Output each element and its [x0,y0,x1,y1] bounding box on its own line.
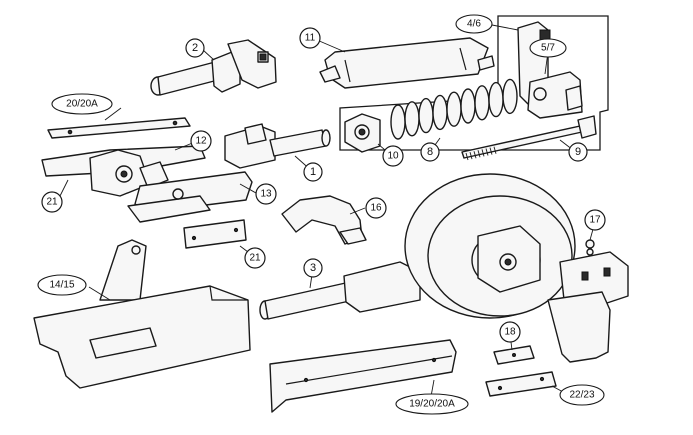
callout-14-15: 14/15 [37,274,87,296]
callout-9: 9 [568,142,588,162]
callout-13: 13 [255,183,277,205]
spring-coil [502,78,518,115]
callout-19-20-20A: 19/20/20A [395,393,469,415]
part-18-block [493,345,535,365]
svg-text:13: 13 [260,189,272,200]
svg-text:1: 1 [310,166,316,178]
callout-22-23: 22/23 [559,384,605,406]
bolt-thread [473,151,477,159]
svg-text:21: 21 [46,197,58,208]
callout-3: 3 [303,258,323,278]
callout-4-6: 4/6 [455,14,493,34]
callout-5-7: 5/7 [529,38,567,58]
part-1-cylinder-rod [224,123,331,169]
part-9-tension-bolt [461,115,597,161]
svg-text:8: 8 [427,146,433,158]
part-12-yoke-bracket [41,145,206,197]
svg-text:2: 2 [192,42,198,54]
part-10-flange [344,113,381,153]
callout-2: 2 [185,38,205,58]
svg-text:17: 17 [589,215,601,226]
bolt-thread [481,149,485,157]
callout-17: 17 [584,209,606,231]
part-19-20-20A-guide-rail [269,339,457,413]
spring-coil [404,101,420,137]
bolt-thread [493,146,497,154]
svg-text:19/20/20A: 19/20/20A [409,399,455,410]
part-22-23-wear-plate [485,371,557,397]
spring-coil [446,91,462,127]
bolt-thread [489,147,493,155]
part-8-recoil-spring [390,78,518,140]
callout-12: 12 [190,130,212,152]
svg-text:21: 21 [249,253,261,264]
callout-20-20A: 20/20A [51,93,113,115]
bolt-thread [465,152,469,161]
callout-21-mid: 21 [244,247,266,269]
part-17-adjuster-assembly [547,239,629,363]
part-2-recoil-cylinder [150,39,277,96]
part-13-yoke-slide [127,171,253,223]
spring-coil [432,94,448,131]
bolt-thread [477,150,481,158]
svg-text:11: 11 [305,33,316,44]
svg-text:14/15: 14/15 [49,280,74,291]
idler-wheel [404,173,576,319]
svg-text:12: 12 [195,136,207,147]
spring-coil [390,104,406,140]
svg-text:20/20A: 20/20A [66,99,98,110]
spring-coil [488,81,504,118]
callout-10: 10 [382,145,404,167]
svg-text:22/23: 22/23 [569,390,594,401]
svg-text:16: 16 [370,203,382,214]
svg-text:4/6: 4/6 [467,19,481,30]
callout-11: 11 [299,27,321,49]
svg-text:9: 9 [575,146,581,158]
part-3-idler-shaft [259,261,421,320]
callout-8: 8 [420,142,440,162]
part-20-20A-wear-strip [47,117,191,139]
bolt-thread [469,151,473,160]
part-16-guard [281,195,367,245]
part-21-shim-plate [183,219,247,249]
svg-text:3: 3 [310,262,316,274]
callout-1: 1 [303,162,323,182]
callout-21-left: 21 [41,191,63,213]
svg-text:10: 10 [387,151,399,162]
svg-text:18: 18 [504,327,516,338]
callout-18: 18 [499,321,521,343]
callout-16: 16 [365,197,387,219]
spring-coil [474,85,490,121]
svg-text:5/7: 5/7 [541,43,555,54]
spring-coil [460,88,476,124]
spring-coil [418,97,434,134]
part-4-6-5-7-bracket [517,21,583,119]
bolt-thread [485,148,489,156]
part-14-15-track-guard [33,239,251,389]
part-11-channel-bracket [319,37,495,89]
